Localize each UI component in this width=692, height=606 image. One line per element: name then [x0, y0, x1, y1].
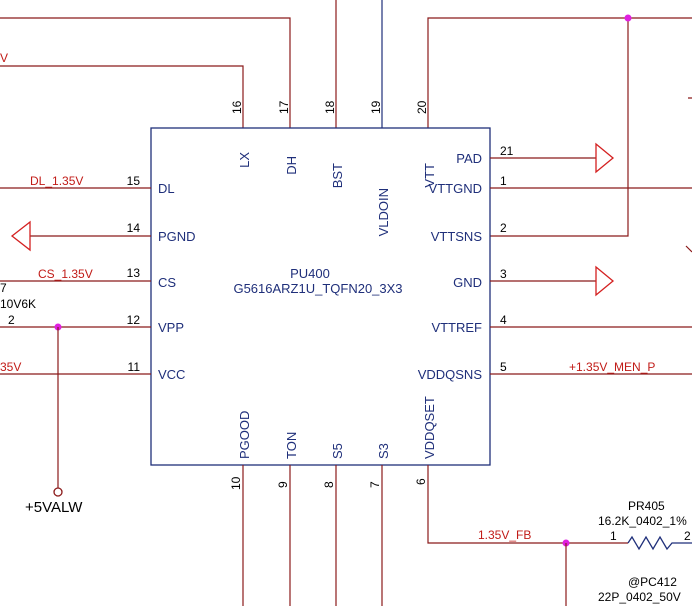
net-label-vcc: 35V [0, 360, 21, 374]
power-port-icon [53, 487, 63, 497]
pin-number: 18 [323, 100, 337, 114]
resistor-icon [627, 535, 692, 551]
power-label: +5VALW [25, 499, 83, 516]
component-value: 10V6K [0, 297, 36, 311]
ic-body [150, 127, 491, 466]
pin-number: 21 [500, 144, 514, 158]
ground-arrow-icon [10, 220, 31, 252]
pin-number: 8 [322, 481, 336, 488]
capacitor-value: 22P_0402_50V [598, 590, 681, 604]
pin-number: 6 [414, 478, 428, 485]
pin-name: DL [158, 181, 175, 196]
pin-number: 20 [415, 100, 429, 114]
wire-right-stub [685, 97, 692, 253]
ic-part-number: G5616ARZ1U_TQFN20_3X3 [233, 281, 402, 296]
resistor-value: 16.2K_0402_1% [598, 514, 687, 528]
pin-name: GND [453, 275, 482, 290]
pin-number: 19 [369, 100, 383, 114]
pin-number: 10 [229, 476, 243, 490]
net-label-dl: DL_1.35V [30, 174, 83, 188]
wire-vddqset [427, 465, 628, 544]
pin-name: PGND [158, 229, 196, 244]
pin-number: 9 [276, 481, 290, 488]
net-label-cs: CS_1.35V [38, 267, 93, 281]
resistor-pin: 2 [684, 529, 691, 543]
pin-name: VDDQSET [422, 396, 437, 459]
pin-name: VTTSNS [431, 229, 483, 244]
pin-name: VLDOIN [376, 188, 391, 236]
component-label: 7 [0, 281, 7, 295]
pin-number: 17 [277, 100, 291, 114]
pin-number: 5 [500, 360, 507, 374]
pin-name: S5 [330, 443, 345, 459]
pin-name: VCC [158, 367, 185, 382]
ic-ref: PU400 [290, 266, 330, 281]
pin-number: 16 [230, 100, 244, 114]
ground-arrow-icon [595, 265, 615, 297]
pin-name: BST [330, 163, 345, 188]
net-label-top-left: V [0, 51, 8, 65]
pin-number: 13 [127, 266, 141, 280]
pin-name: S3 [376, 443, 391, 459]
pin-number: 11 [128, 360, 141, 374]
capacitor-ref: @PC412 [628, 575, 677, 589]
pin-number: 4 [500, 313, 507, 327]
wire-top-left [0, 65, 244, 128]
pin-name: PGOOD [237, 411, 252, 459]
pin-name: VPP [158, 320, 184, 335]
pin-name: VTTREF [431, 320, 482, 335]
resistor-pin: 1 [610, 529, 617, 543]
pin-name: LX [237, 152, 252, 168]
pin-number: 2 [8, 313, 15, 327]
pin-name: CS [158, 275, 176, 290]
wire-vttsns [490, 18, 629, 237]
pin-number: 2 [500, 221, 507, 235]
net-label-fb: 1.35V_FB [478, 528, 531, 542]
pin-name: VTT [422, 163, 437, 188]
wire-dh [0, 17, 291, 128]
pin-number: 12 [127, 313, 141, 327]
pin-name: PAD [456, 151, 482, 166]
pin-name: VTTGND [429, 181, 482, 196]
ground-arrow-icon [595, 142, 615, 174]
pin-name: DH [284, 156, 299, 175]
pin-number: 3 [500, 267, 507, 281]
resistor-ref: PR405 [628, 499, 665, 513]
net-label-vddqsns: +1.35V_MEN_P [569, 360, 655, 374]
pin-name: VDDQSNS [418, 367, 483, 382]
pin-name: TON [284, 432, 299, 459]
pin-number: 14 [127, 221, 141, 235]
pin-number: 15 [127, 174, 141, 188]
pin-number: 7 [368, 481, 382, 488]
pin-number: 1 [500, 174, 507, 188]
wire-vtt [427, 17, 692, 128]
junction-dot [624, 14, 632, 22]
